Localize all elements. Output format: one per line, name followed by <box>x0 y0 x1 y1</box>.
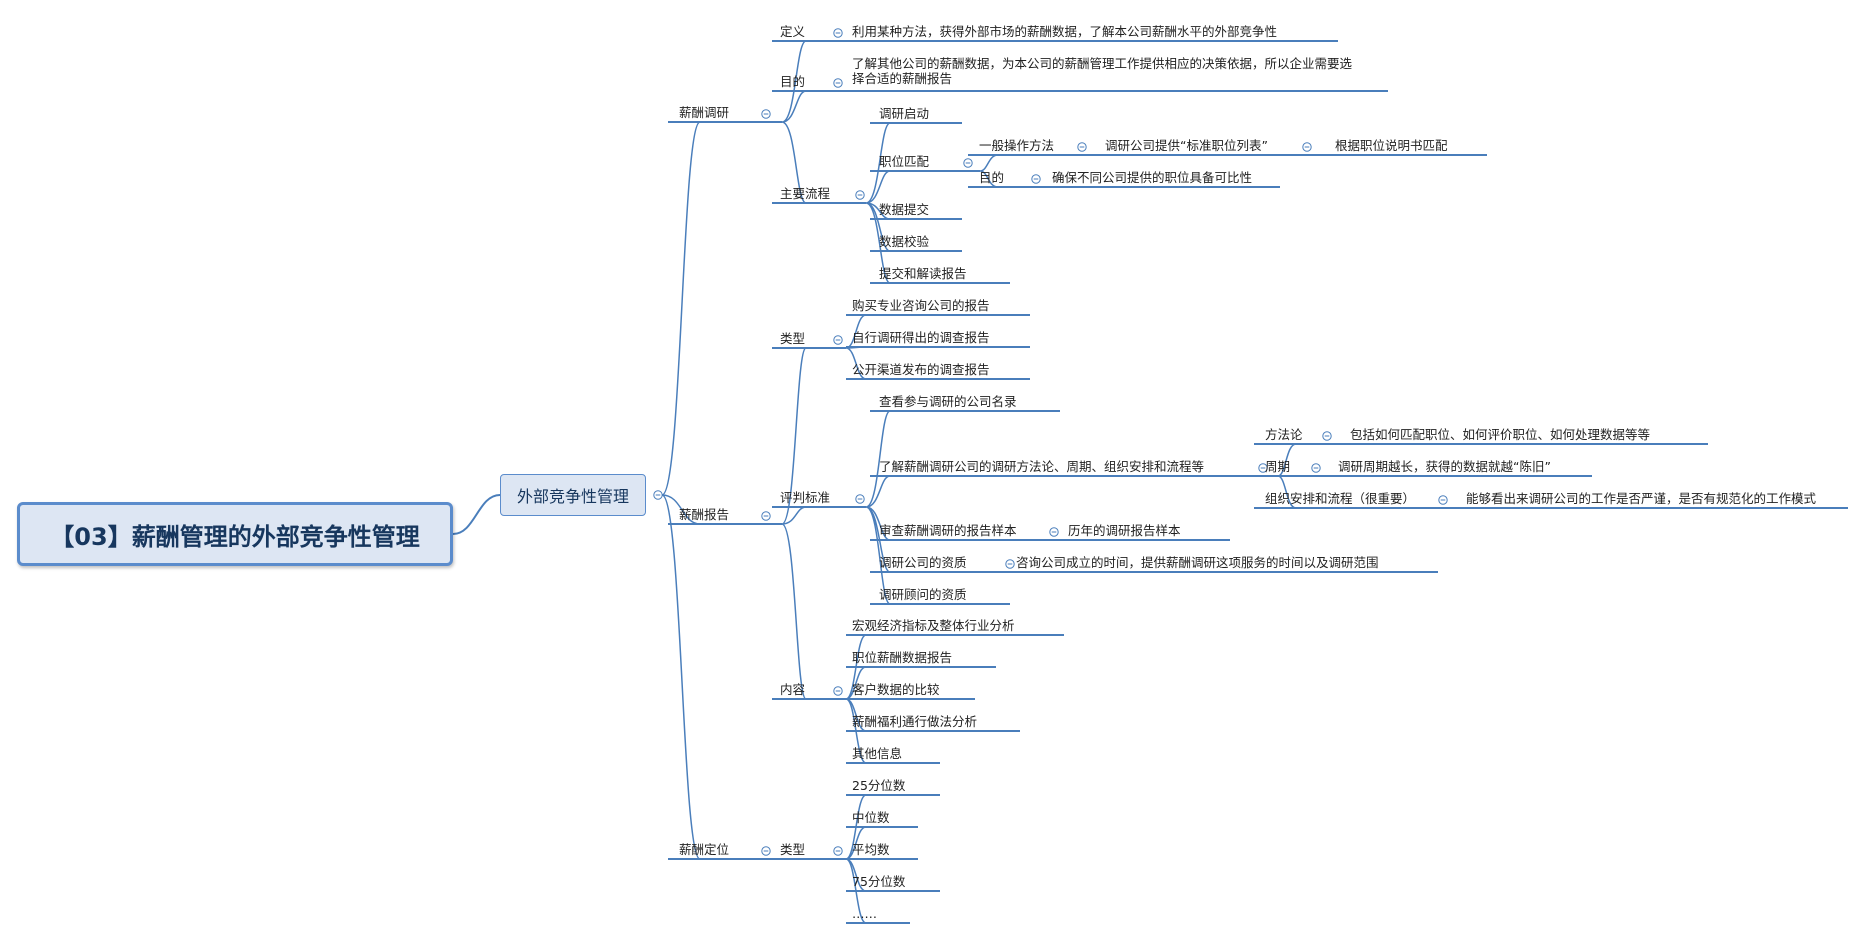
node-content-other[interactable]: 其他信息 <box>852 746 903 761</box>
node-criteria-company-list[interactable]: 查看参与调研的公司名录 <box>879 394 1017 409</box>
node-type-consulting[interactable]: 购买专业咨询公司的报告 <box>852 298 990 313</box>
node-standard-job-list[interactable]: 调研公司提供“标准职位列表” <box>1105 138 1268 153</box>
node-main-process[interactable]: 主要流程 <box>780 186 831 201</box>
node-submit-report[interactable]: 提交和解读报告 <box>879 266 967 281</box>
node-job-matching[interactable]: 职位匹配 <box>879 154 930 169</box>
branch-connector <box>781 40 807 204</box>
node-methodology-text[interactable]: 包括如何匹配职位、如何评价职位、如何处理数据等等 <box>1350 427 1651 442</box>
node-org-process[interactable]: 组织安排和流程（很重要） <box>1265 491 1416 506</box>
node-purpose[interactable]: 目的 <box>780 74 806 89</box>
node-content-job-data[interactable]: 职位薪酬数据报告 <box>852 650 953 665</box>
node-definition-text[interactable]: 利用某种方法，获得外部市场的薪酬数据，了解本公司薪酬水平的外部竞争性 <box>852 24 1278 39</box>
node-purpose-text[interactable]: 了解其他公司的薪酬数据，为本公司的薪酬管理工作提供相应的决策依据，所以企业需要选… <box>852 56 1353 86</box>
node-median[interactable]: 中位数 <box>852 810 890 825</box>
node-methodology[interactable]: 方法论 <box>1265 427 1303 442</box>
branch-connector <box>865 122 891 284</box>
node-type-self[interactable]: 自行调研得出的调查报告 <box>852 330 990 345</box>
node-data-verify[interactable]: 数据校验 <box>879 234 930 249</box>
node-criteria-sample[interactable]: 审查薪酬调研的报告样本 <box>879 523 1017 538</box>
root-connector <box>452 494 501 535</box>
node-mean[interactable]: 平均数 <box>852 842 890 857</box>
node-survey-start[interactable]: 调研启动 <box>879 106 930 121</box>
main-topic[interactable]: 外部竞争性管理 <box>500 474 646 516</box>
branch-salary-report[interactable]: 薪酬报告 <box>679 507 730 522</box>
node-positioning-type[interactable]: 类型 <box>780 842 806 857</box>
node-criteria-methodology[interactable]: 了解薪酬调研公司的调研方法论、周期、组织安排和流程等 <box>879 459 1205 474</box>
node-matching-purpose-text[interactable]: 确保不同公司提供的职位具备可比性 <box>1052 170 1253 185</box>
branch-connector <box>865 410 891 605</box>
node-content-macro[interactable]: 宏观经济指标及整体行业分析 <box>852 618 1015 633</box>
node-content-practice[interactable]: 薪酬福利通行做法分析 <box>852 714 978 729</box>
node-report-type[interactable]: 类型 <box>780 331 806 346</box>
node-type-public[interactable]: 公开渠道发布的调查报告 <box>852 362 990 377</box>
branch-connector <box>781 347 807 700</box>
node-match-by-description[interactable]: 根据职位说明书匹配 <box>1335 138 1448 153</box>
node-ellipsis[interactable]: …… <box>852 906 877 921</box>
node-criteria-sample-text[interactable]: 历年的调研报告样本 <box>1068 523 1181 538</box>
node-org-process-text[interactable]: 能够看出来调研公司的工作是否严谨，是否有规范化的工作模式 <box>1466 491 1817 506</box>
node-report-content[interactable]: 内容 <box>780 682 806 697</box>
root-topic[interactable]: 【03】薪酬管理的外部竞争性管理 <box>17 502 453 566</box>
node-company-qualification-text[interactable]: 咨询公司成立的时间，提供薪酬调研这项服务的时间以及调研范围 <box>1016 555 1379 570</box>
node-p25[interactable]: 25分位数 <box>852 778 906 793</box>
node-criteria-consultant-qualification[interactable]: 调研顾问的资质 <box>879 587 967 602</box>
node-criteria-company-qualification[interactable]: 调研公司的资质 <box>879 555 967 570</box>
branch-connector <box>661 121 701 860</box>
node-general-method[interactable]: 一般操作方法 <box>979 138 1055 153</box>
node-matching-purpose[interactable]: 目的 <box>979 170 1005 185</box>
node-definition[interactable]: 定义 <box>780 24 806 39</box>
node-cycle[interactable]: 周期 <box>1265 459 1291 474</box>
node-data-submit[interactable]: 数据提交 <box>879 202 930 217</box>
node-criteria[interactable]: 评判标准 <box>780 490 831 505</box>
branch-salary-survey[interactable]: 薪酬调研 <box>679 105 730 120</box>
node-p75[interactable]: 75分位数 <box>852 874 906 889</box>
node-cycle-text[interactable]: 调研周期越长，获得的数据就越“陈旧” <box>1338 459 1551 474</box>
branch-salary-positioning[interactable]: 薪酬定位 <box>679 842 730 857</box>
node-content-client[interactable]: 客户数据的比较 <box>852 682 940 697</box>
